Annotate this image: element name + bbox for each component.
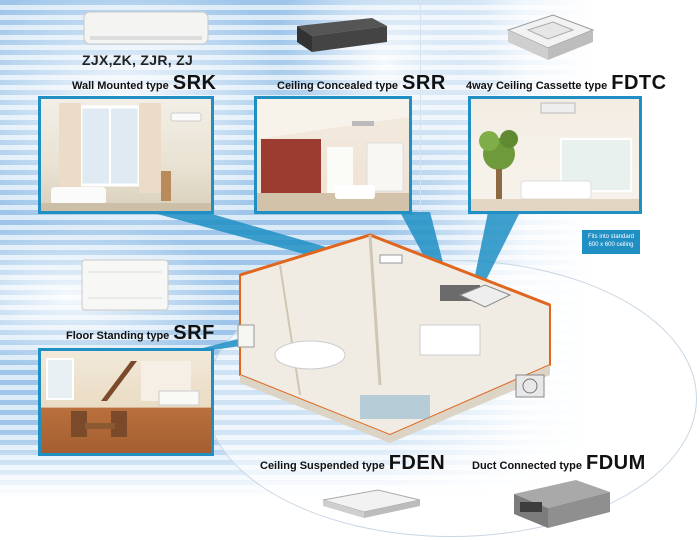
house-cutaway-diagram [220,225,560,445]
connector-srf [195,338,248,350]
label-fdtc-code: FDTC [611,72,667,94]
series-label: ZJX,ZK, ZJR, ZJ [82,52,194,68]
label-fden-type: Ceiling Suspended type [260,460,385,472]
cassette-fit-note: Fits into standard 600 x 600 ceiling [582,230,640,254]
label-fden-code: FDEN [388,452,446,474]
ceiling-concealed-unit-image [292,14,392,54]
photo-cassette-room [468,96,642,214]
photo-wall-mounted-room [38,96,214,214]
label-srk-type: Wall Mounted type [72,80,169,92]
note-line-1: Fits into standard [587,234,635,240]
photo-floor-standing-room [38,348,214,456]
photo-ceiling-concealed-room [254,96,412,214]
connector-fdtc [472,212,520,292]
divider-line [420,0,421,250]
label-fdtc-type: 4way Ceiling Cassette type [466,80,608,92]
wall-mounted-unit-image [82,10,212,48]
label-srr-code: SRR [402,72,446,94]
note-line-2: 600 x 600 ceiling [588,242,634,248]
label-fdum-type: Duct Connected type [472,460,583,472]
label-srf-code: SRF [173,322,215,344]
label-fdum-code: FDUM [586,452,646,474]
label-srf-type: Floor Standing type [66,330,170,342]
floor-standing-unit-image [78,256,174,316]
duct-connected-unit-image [506,476,616,532]
label-srk-code: SRK [172,72,217,94]
cassette-unit-image [498,10,598,66]
ceiling-suspended-unit-image [318,486,424,526]
label-srr-type: Ceiling Concealed type [277,80,399,92]
